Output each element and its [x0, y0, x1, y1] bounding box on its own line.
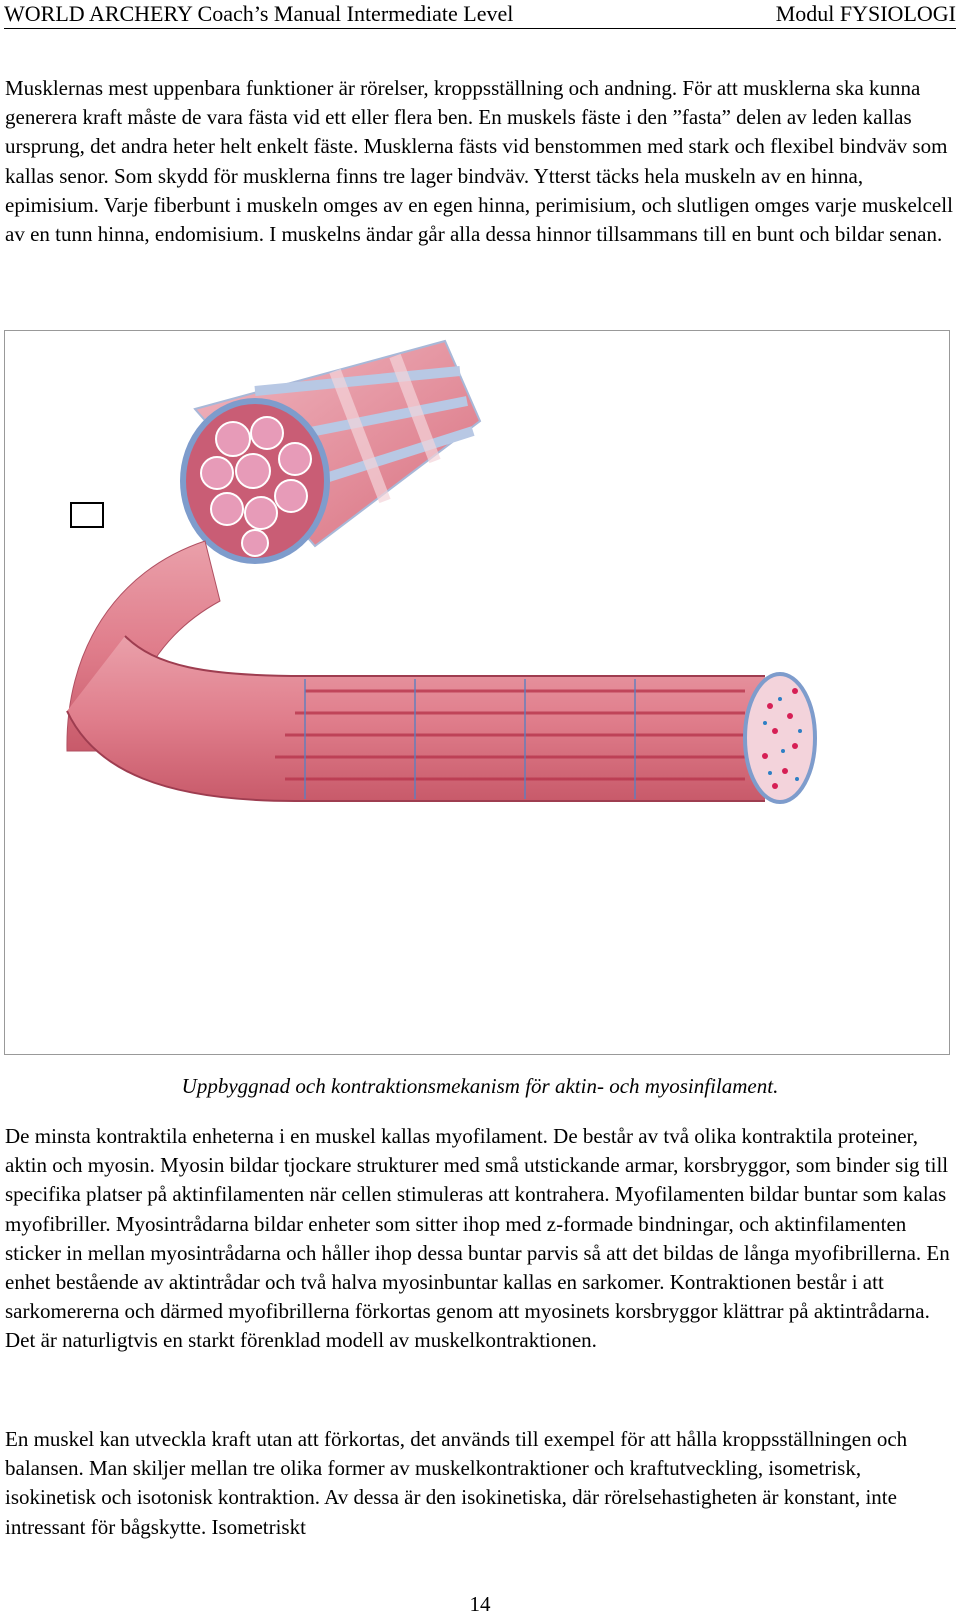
header-module: Modul FYSIOLOGI [775, 1, 956, 26]
header-title: WORLD ARCHERY Coach’s Manual Intermediat… [4, 1, 514, 26]
paragraph-myofilament: De minsta kontraktila enheterna i en mus… [5, 1124, 950, 1353]
skeletal-muscle-fiber-drawing [180, 339, 482, 564]
muscle-structure-figure [4, 330, 950, 1055]
paragraph-muscle-attachment: Musklernas mest uppenbara funktioner är … [5, 76, 953, 247]
myofibril-drawing [66, 502, 817, 804]
paragraph-contraction-types: En muskel kan utveckla kraft utan att fö… [5, 1427, 908, 1539]
page-header: WORLD ARCHERY Coach’s Manual Intermediat… [4, 0, 956, 29]
page-number: 14 [469, 1592, 491, 1616]
figure-caption: Uppbyggnad och kontraktionsmekanism för … [181, 1074, 779, 1098]
